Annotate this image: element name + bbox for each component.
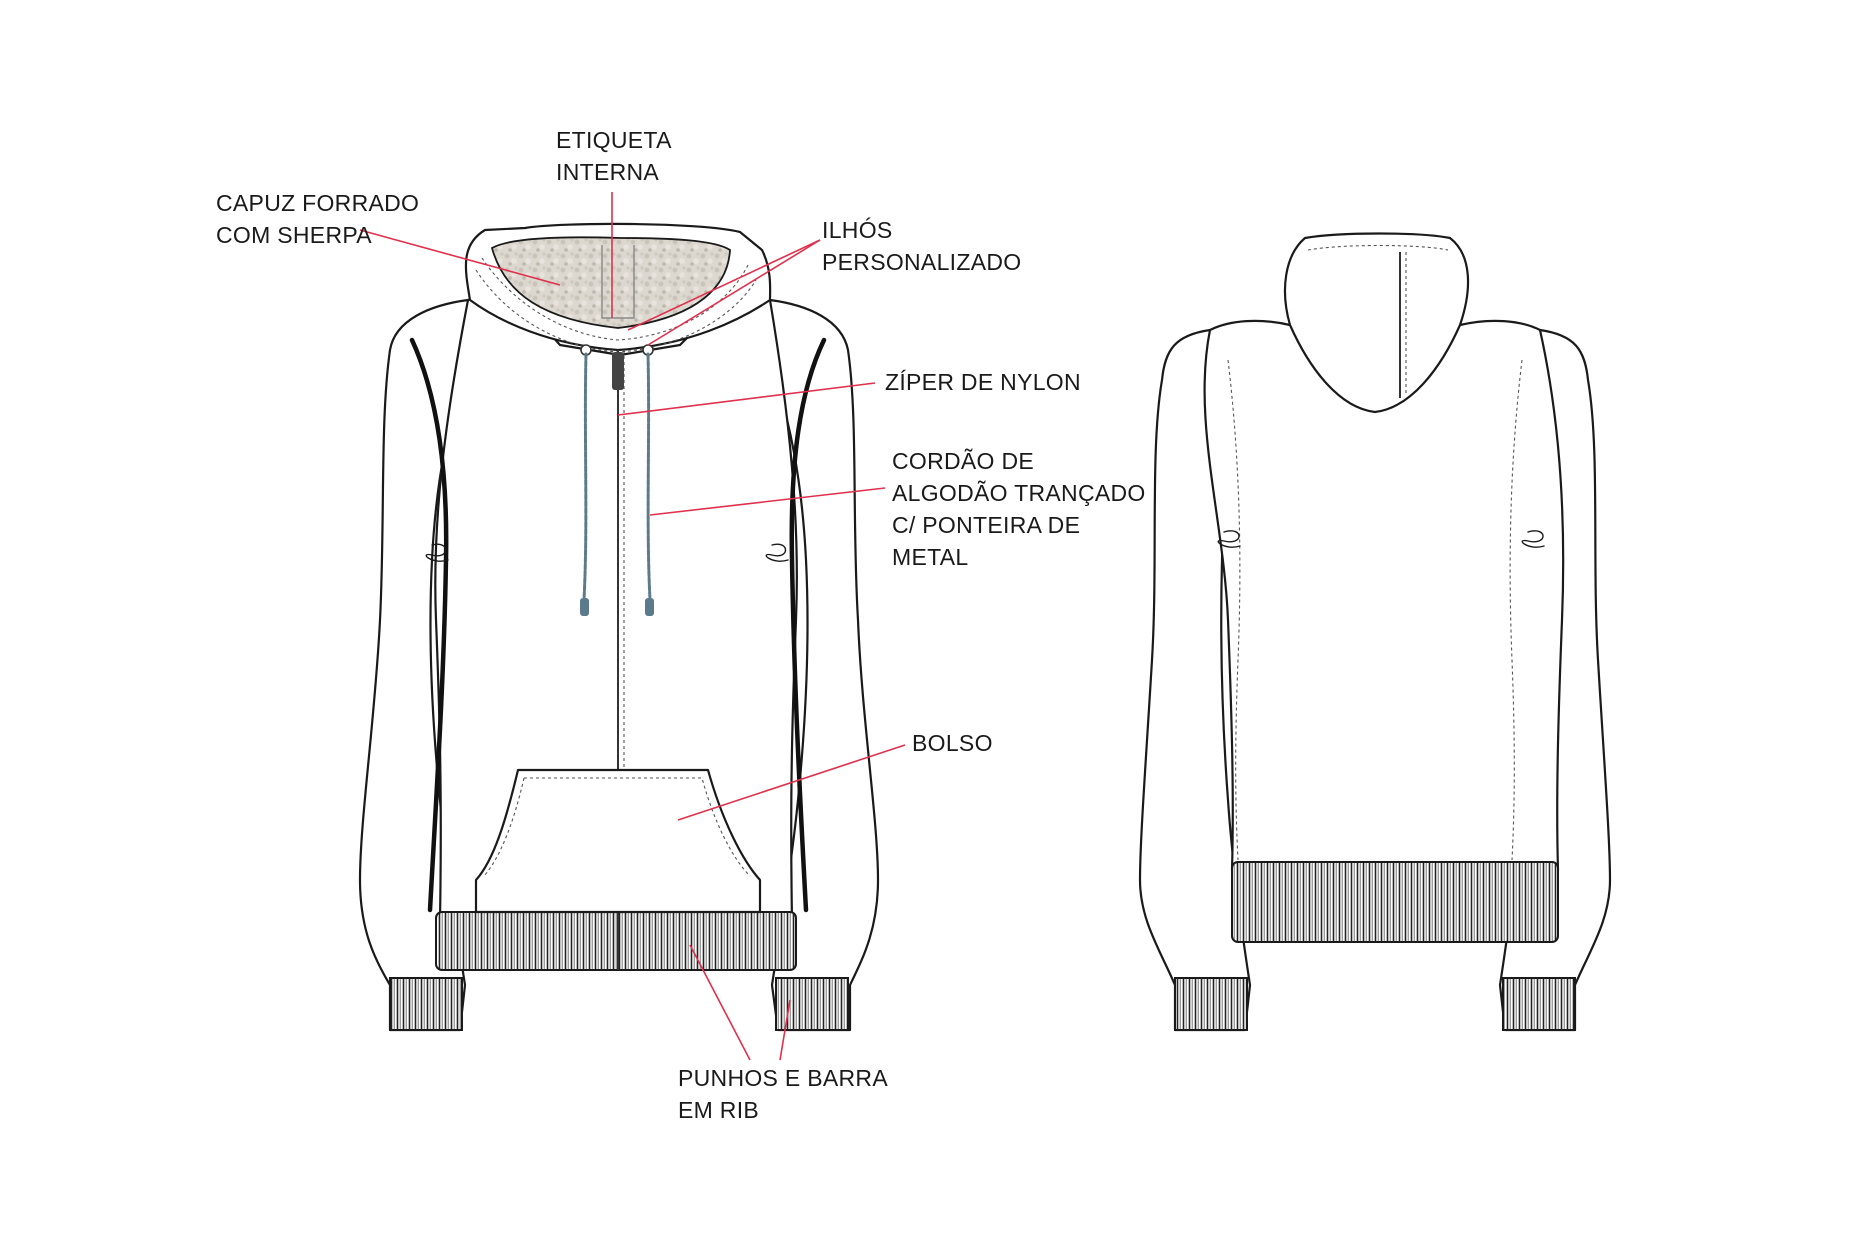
leader-bolso bbox=[677, 744, 906, 821]
back-hood bbox=[1283, 232, 1470, 414]
label-cordao-line2: ALGODÃO TRANÇADO bbox=[892, 480, 1146, 506]
label-punhos-line2: EM RIB bbox=[678, 1097, 760, 1123]
label-capuz-forrado: CAPUZ FORRADO COM SHERPA bbox=[216, 187, 419, 251]
label-cordao-line4: METAL bbox=[892, 544, 969, 570]
front-hem-rib bbox=[435, 911, 797, 971]
front-right-sleeve bbox=[768, 298, 880, 1032]
leader-lines bbox=[359, 192, 906, 1061]
hood-top-stitch bbox=[1307, 244, 1449, 251]
right-drawstring-tip bbox=[645, 598, 654, 616]
back-left-elbow-mark bbox=[1217, 530, 1241, 548]
label-ilhos-personalizado: ILHÓS PERSONALIZADO bbox=[822, 214, 1021, 278]
label-ilhos-line1: ILHÓS bbox=[822, 217, 893, 243]
front-left-elbow-mark bbox=[425, 543, 449, 562]
label-ziper-line1: ZÍPER DE NYLON bbox=[885, 369, 1081, 395]
zipper-pull bbox=[612, 352, 624, 390]
label-ilhos-line2: PERSONALIZADO bbox=[822, 249, 1022, 275]
pocket-stitch-left bbox=[483, 777, 525, 877]
label-bolso-line1: BOLSO bbox=[912, 730, 993, 756]
right-drawstring bbox=[646, 352, 652, 602]
label-cordao-line3: C/ PONTEIRA DE bbox=[892, 512, 1081, 538]
leader-punhos-barra bbox=[689, 944, 751, 1061]
label-etiqueta-line1: ETIQUETA bbox=[556, 127, 672, 153]
leader-capuz bbox=[359, 229, 561, 286]
front-left-cuff bbox=[389, 977, 463, 1031]
front-left-side-seam bbox=[409, 337, 449, 913]
internal-label bbox=[601, 245, 635, 319]
back-left-cuff bbox=[1174, 977, 1248, 1031]
back-body bbox=[1203, 319, 1565, 872]
left-drawstring-tip bbox=[580, 598, 589, 616]
label-ziper-nylon: ZÍPER DE NYLON bbox=[885, 366, 1081, 398]
back-right-seam bbox=[1509, 359, 1523, 861]
leader-cordao bbox=[649, 487, 886, 516]
leader-punhos-cuff bbox=[779, 999, 791, 1061]
back-right-cuff bbox=[1502, 977, 1576, 1031]
back-hem-rib bbox=[1231, 861, 1559, 943]
label-capuz-line1: CAPUZ FORRADO bbox=[216, 190, 420, 216]
back-left-seam bbox=[1227, 359, 1241, 861]
sherpa-lining bbox=[490, 236, 731, 329]
label-cordao-line1: CORDÃO DE bbox=[892, 448, 1034, 474]
hoodie-back-view bbox=[1138, 232, 1612, 1032]
label-punhos-line1: PUNHOS E BARRA bbox=[678, 1065, 888, 1091]
label-punhos-barra: PUNHOS E BARRA EM RIB bbox=[678, 1062, 888, 1126]
pocket-stitch bbox=[524, 777, 751, 877]
label-bolso: BOLSO bbox=[912, 727, 993, 759]
front-right-cuff bbox=[775, 977, 849, 1031]
hood-rim-stitch bbox=[481, 257, 749, 341]
label-etiqueta-interna: ETIQUETA INTERNA bbox=[556, 124, 672, 188]
kangaroo-pocket bbox=[474, 768, 762, 914]
front-right-elbow-mark bbox=[765, 543, 789, 562]
left-drawstring bbox=[582, 352, 588, 602]
label-cordao: CORDÃO DE ALGODÃO TRANÇADO C/ PONTEIRA D… bbox=[892, 445, 1146, 573]
back-right-elbow-mark bbox=[1521, 530, 1545, 548]
label-etiqueta-line2: INTERNA bbox=[556, 159, 660, 185]
hoodie-front-view bbox=[358, 222, 880, 1032]
leader-ilhos bbox=[647, 239, 821, 346]
front-right-side-seam bbox=[789, 337, 827, 913]
label-capuz-line2: COM SHERPA bbox=[216, 222, 372, 248]
leader-ziper bbox=[617, 382, 876, 416]
leader-ilhos-2 bbox=[627, 239, 821, 331]
